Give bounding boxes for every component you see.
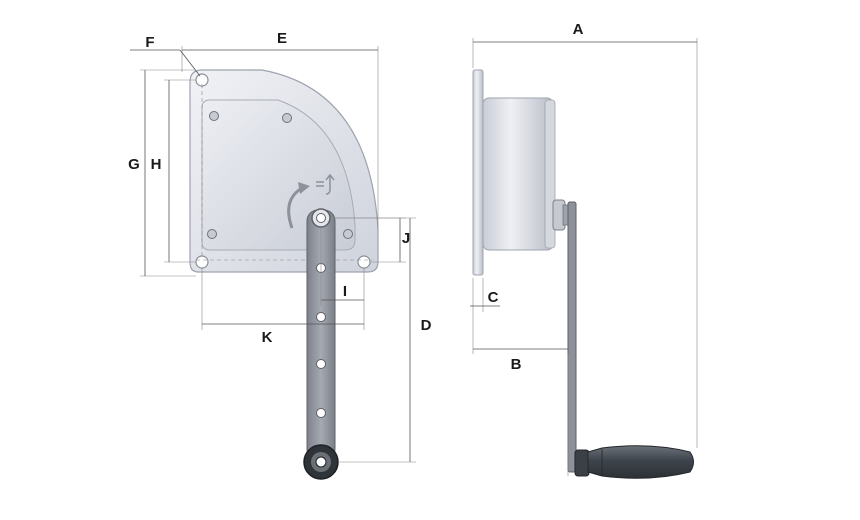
handle-knob-bore <box>315 456 327 468</box>
side-mounting-plate <box>472 69 484 276</box>
rotation-arrow-icon <box>287 186 303 229</box>
side-crank-arm <box>567 201 577 473</box>
label-a: A <box>573 21 584 38</box>
dimension-labels: A B C D E F G H I J K <box>128 21 583 373</box>
label-c: C <box>488 289 499 306</box>
rotation-arrowhead-icon <box>298 182 310 194</box>
dimension-lines <box>130 38 698 476</box>
label-j: J <box>402 230 410 247</box>
side-handle-collar <box>574 449 590 477</box>
label-b: B <box>511 356 522 373</box>
side-handle-grip <box>587 445 694 479</box>
label-f: F <box>145 34 154 51</box>
crank-pivot-bore <box>316 213 326 223</box>
label-g: G <box>128 156 140 173</box>
side-view <box>472 69 694 479</box>
front-view <box>189 69 379 480</box>
label-h: H <box>151 156 162 173</box>
mounting-hole-bottom-right <box>357 255 371 269</box>
lift-symbol-icon <box>316 173 335 195</box>
label-k: K <box>262 329 273 346</box>
label-i: I <box>343 283 347 300</box>
cover-screws <box>207 111 353 239</box>
mounting-hole-bottom-left <box>195 255 209 269</box>
label-e: E <box>277 30 287 47</box>
side-housing <box>482 97 554 251</box>
label-d: D <box>421 317 432 334</box>
